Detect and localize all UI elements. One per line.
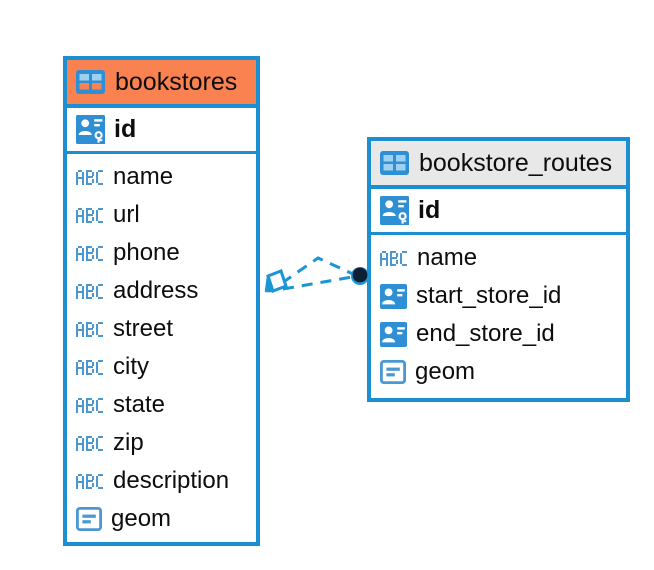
field-label-id: id <box>418 196 441 224</box>
field-label: start_store_id <box>416 282 562 309</box>
field-label: end_store_id <box>416 320 555 347</box>
field-row-city[interactable]: city <box>67 348 256 386</box>
entity-header-bookstore-routes[interactable]: bookstore_routes <box>371 141 626 189</box>
field-label: state <box>113 391 166 418</box>
field-label: address <box>113 277 199 304</box>
field-label: city <box>113 353 149 380</box>
field-row-primary-key[interactable]: id <box>371 189 626 235</box>
abc-text-icon <box>76 169 104 185</box>
primary-key-icon <box>380 196 409 225</box>
field-label: name <box>113 163 174 190</box>
relationship-line-end-store-id <box>282 275 353 291</box>
field-label: url <box>113 201 140 228</box>
field-label: geom <box>111 505 172 532</box>
field-row-name[interactable]: name <box>371 239 626 277</box>
field-label: zip <box>113 429 144 456</box>
field-row-name[interactable]: name <box>67 158 256 196</box>
field-row-street[interactable]: street <box>67 310 256 348</box>
field-row-geom[interactable]: geom <box>371 353 626 391</box>
field-label: geom <box>415 358 476 385</box>
abc-text-icon <box>76 397 104 413</box>
abc-text-icon <box>76 245 104 261</box>
geometry-icon <box>379 359 407 385</box>
abc-text-icon <box>76 207 104 223</box>
abc-text-icon <box>76 435 104 451</box>
entity-table-bookstore-routes[interactable]: bookstore_routes id <box>367 137 630 402</box>
field-row-description[interactable]: description <box>67 462 256 500</box>
entity-header-bookstores[interactable]: bookstores <box>67 60 256 108</box>
field-row-geom[interactable]: geom <box>67 500 256 538</box>
foreign-key-icon <box>380 283 407 309</box>
entity-table-bookstores[interactable]: bookstores id <box>63 56 260 546</box>
field-list-bookstores: name u <box>67 154 256 543</box>
field-row-url[interactable]: url <box>67 196 256 234</box>
abc-text-icon <box>380 250 408 266</box>
relationship-line-start-store-id <box>281 256 354 285</box>
relationship-diamond-marker <box>264 269 288 293</box>
abc-text-icon <box>76 321 104 337</box>
entity-title-bookstores: bookstores <box>115 67 238 96</box>
field-row-phone[interactable]: phone <box>67 234 256 272</box>
field-label: description <box>113 467 230 494</box>
field-row-state[interactable]: state <box>67 386 256 424</box>
foreign-key-icon <box>380 321 407 347</box>
field-label: phone <box>113 239 180 266</box>
abc-text-icon <box>76 359 104 375</box>
geometry-icon <box>75 506 103 532</box>
field-row-end-store-id[interactable]: end_store_id <box>371 315 626 353</box>
table-icon <box>76 70 105 94</box>
field-row-zip[interactable]: zip <box>67 424 256 462</box>
field-row-address[interactable]: address <box>67 272 256 310</box>
field-label: name <box>417 244 478 271</box>
abc-text-icon <box>76 283 104 299</box>
field-row-start-store-id[interactable]: start_store_id <box>371 277 626 315</box>
abc-text-icon <box>76 473 104 489</box>
field-row-primary-key[interactable]: id <box>67 108 256 154</box>
entity-title-bookstore-routes: bookstore_routes <box>419 148 613 177</box>
field-label: street <box>113 315 174 342</box>
table-icon <box>380 151 409 175</box>
primary-key-icon <box>76 115 105 144</box>
field-list-bookstore-routes: name start_store_id <box>371 235 626 396</box>
field-label-id: id <box>114 115 137 143</box>
